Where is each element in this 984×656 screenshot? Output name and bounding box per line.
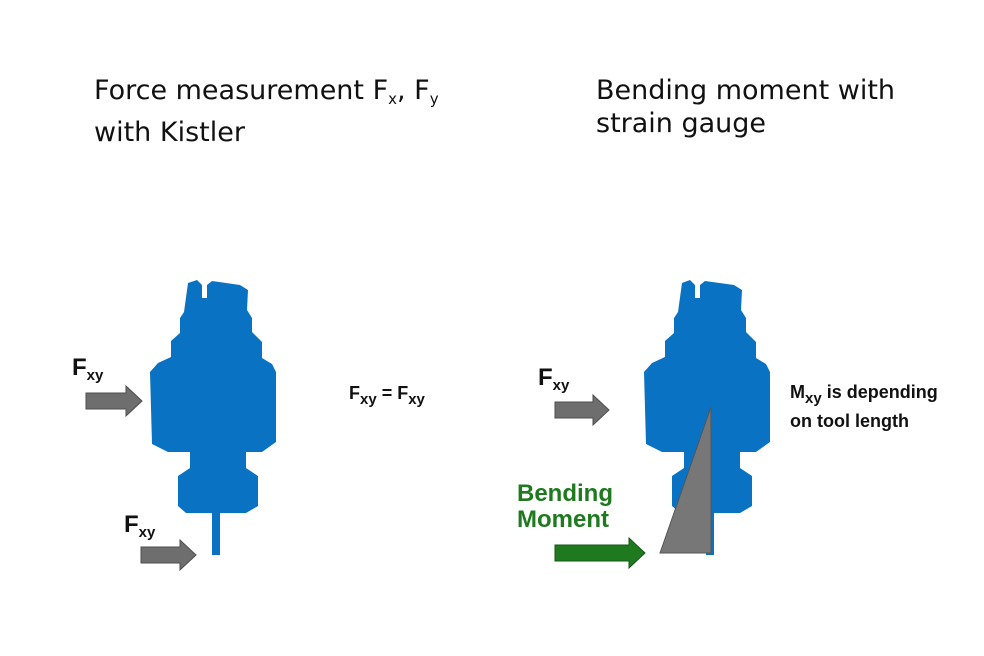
force-subscript: xy <box>86 367 104 384</box>
label-force-equation: Fxy = Fxy <box>349 383 425 408</box>
equation-lhs-sub: xy <box>360 391 377 408</box>
force-symbol: F <box>538 364 553 391</box>
title-bending-moment: Bending moment with strain gauge <box>596 74 956 140</box>
label-moment-note: Mxy is depending on tool length <box>790 381 938 432</box>
title-left-line2: with Kistler <box>94 117 245 148</box>
label-fxy-right: Fxy <box>538 364 569 394</box>
bending-line2: Moment <box>517 506 609 533</box>
tool-body-left <box>150 280 276 555</box>
arrow-bending-moment <box>554 536 646 570</box>
moment-symbol: M <box>790 382 805 402</box>
tool-holder-left <box>150 280 276 555</box>
title-left-sub-y: y <box>429 90 439 108</box>
title-force-measurement: Force measurement Fx, Fy with Kistler <box>94 74 514 149</box>
bending-moment-triangle <box>659 406 712 554</box>
title-left-text: Force measurement F <box>94 75 389 106</box>
label-bending-moment: Bending Moment <box>517 481 613 533</box>
arrow-fxy-right <box>554 393 610 427</box>
equation-lhs: F <box>349 383 360 403</box>
arrow-fxy-left-upper <box>85 384 143 418</box>
arrow-fxy-left-lower <box>140 538 197 572</box>
equation-rhs: = F <box>376 383 409 403</box>
label-fxy-left-lower: Fxy <box>124 511 155 541</box>
moment-note-line1: is depending <box>821 382 938 402</box>
force-subscript: xy <box>552 377 570 394</box>
title-right-line1: Bending moment with <box>596 75 896 106</box>
force-subscript: xy <box>138 524 156 541</box>
title-left-sub-x: x <box>388 90 398 108</box>
title-right-line2: strain gauge <box>596 108 767 139</box>
equation-rhs-sub: xy <box>408 391 425 408</box>
moment-subscript: xy <box>805 390 822 407</box>
force-symbol: F <box>124 511 139 538</box>
moment-note-line2: on tool length <box>790 411 909 431</box>
label-fxy-left-upper: Fxy <box>72 354 103 384</box>
title-left-comma: , F <box>397 75 430 106</box>
force-symbol: F <box>72 354 87 381</box>
bending-line1: Bending <box>517 480 613 507</box>
